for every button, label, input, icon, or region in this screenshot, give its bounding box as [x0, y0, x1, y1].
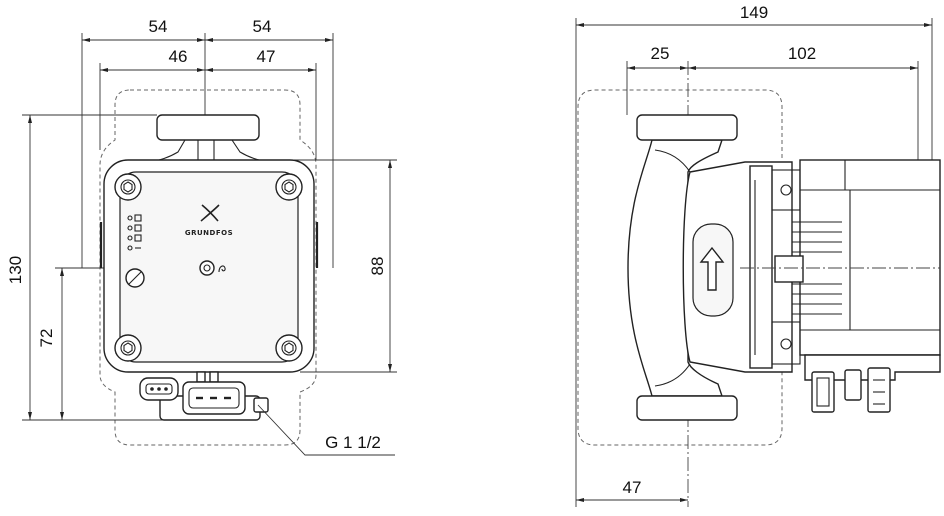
dim-width-left-inner: 46 [169, 47, 188, 66]
cooling-fins [774, 221, 842, 315]
side-connector [804, 354, 941, 413]
dim-overall-length: 149 [740, 3, 768, 22]
dim-height-axis: 72 [37, 329, 56, 348]
thread-callout: G 1 1/2 [257, 404, 395, 456]
brand-logo-text: GRUNDFOS [185, 229, 233, 237]
dim-bottom-axis: 47 [623, 478, 642, 497]
connector-tabs [196, 371, 219, 383]
dim-width-right-inner: 47 [257, 47, 276, 66]
grundfos-logo-icon: GRUNDFOS [185, 204, 233, 237]
motor-stator [799, 159, 941, 356]
dim-height-body: 88 [368, 257, 387, 276]
flow-direction-panel [692, 223, 734, 317]
mode-button [125, 268, 145, 288]
top-flange-side [636, 114, 738, 141]
pump-casing [627, 139, 723, 397]
led-indicator-column [127, 214, 142, 251]
side-view: 149 25 102 47 [575, 3, 941, 507]
dim-width-left-outer: 54 [149, 17, 168, 36]
top-flange [156, 114, 260, 141]
dim-width-right-outer: 54 [253, 17, 272, 36]
dim-flange-to-axis: 25 [651, 44, 670, 63]
center-screw [199, 260, 226, 276]
dim-height-total: 130 [6, 256, 25, 284]
bottom-flange-side [636, 395, 738, 421]
screw-top-left [114, 173, 142, 201]
front-view: GRUNDFOS [6, 17, 397, 456]
corner-screws [114, 173, 303, 362]
motor-bracket [749, 165, 801, 369]
screw-top-right [275, 173, 303, 201]
side-dimensions: 149 25 102 47 [576, 3, 932, 503]
front-dimensions: 54 54 46 47 130 72 88 [6, 17, 393, 420]
flange-tab [253, 397, 269, 413]
power-connector [182, 381, 246, 415]
pump-neck [149, 139, 269, 163]
arrow-up-icon [699, 246, 725, 291]
dim-axis-to-end: 102 [788, 44, 816, 63]
thread-label: G 1 1/2 [325, 433, 381, 452]
insulation-shell-outline [99, 89, 317, 446]
screw-bottom-right [275, 334, 303, 362]
insulation-shell-outline-side [577, 89, 783, 446]
screw-bottom-left [114, 334, 142, 362]
signal-connector [139, 377, 179, 401]
